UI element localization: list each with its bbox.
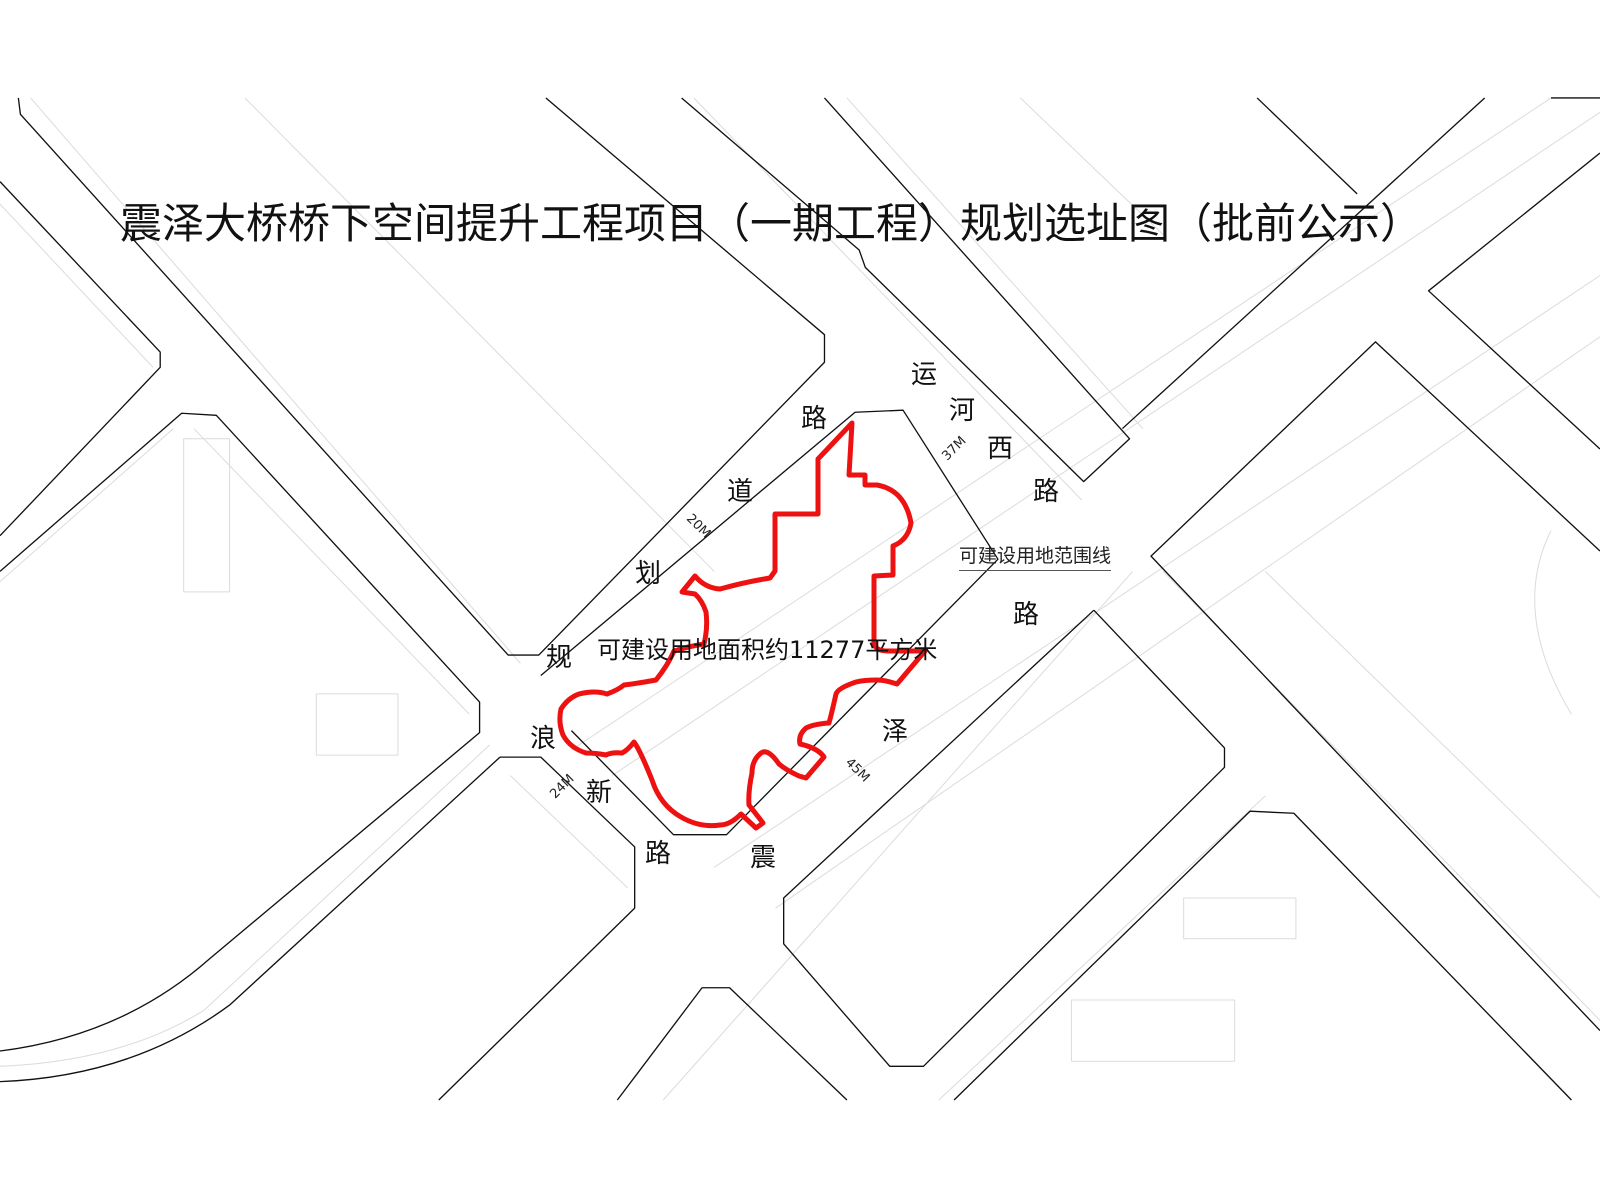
block-outline — [1427, 152, 1600, 450]
block-outline — [0, 181, 161, 537]
block-outline — [17, 97, 826, 656]
block-outline — [953, 810, 1572, 1101]
road-label-char: 路 — [1033, 477, 1060, 507]
road-label-char: 规 — [546, 643, 573, 673]
road-edge — [1256, 97, 1358, 195]
road-label-char: 震 — [750, 843, 777, 873]
background-detail — [0, 97, 1600, 1101]
road-label-char: 泽 — [882, 717, 909, 747]
road-label-char: 西 — [987, 434, 1014, 464]
road-label-char: 浪 — [530, 724, 557, 754]
block-outline — [1150, 341, 1600, 1032]
road-label-char: 路 — [801, 404, 828, 434]
road-label-char: 路 — [645, 839, 672, 869]
road-label-char: 河 — [949, 396, 976, 426]
road-edge — [1121, 97, 1486, 430]
site-parcel-outline — [540, 409, 999, 836]
boundary-line-label: 可建设用地范围线 — [959, 541, 1112, 571]
road-label-char: 划 — [635, 559, 662, 589]
road-label-char: 路 — [1013, 600, 1040, 630]
block-outline — [0, 412, 481, 1052]
site-area-label: 可建设用地面积约11277平方米 — [597, 636, 938, 664]
block-outline — [438, 756, 636, 1101]
block-outline — [681, 97, 1131, 483]
block-outline — [616, 987, 848, 1101]
block-outline — [783, 609, 1226, 1067]
road-edges — [0, 97, 1600, 1101]
road-label-char: 新 — [586, 778, 613, 808]
road-label-char: 运 — [911, 360, 938, 390]
block-outline — [0, 756, 501, 1083]
map-title: 震泽大桥桥下空间提升工程项目（一期工程）规划选址图（批前公示） — [120, 199, 1423, 248]
road-label-char: 道 — [727, 477, 754, 507]
buildable-boundary — [557, 420, 928, 831]
